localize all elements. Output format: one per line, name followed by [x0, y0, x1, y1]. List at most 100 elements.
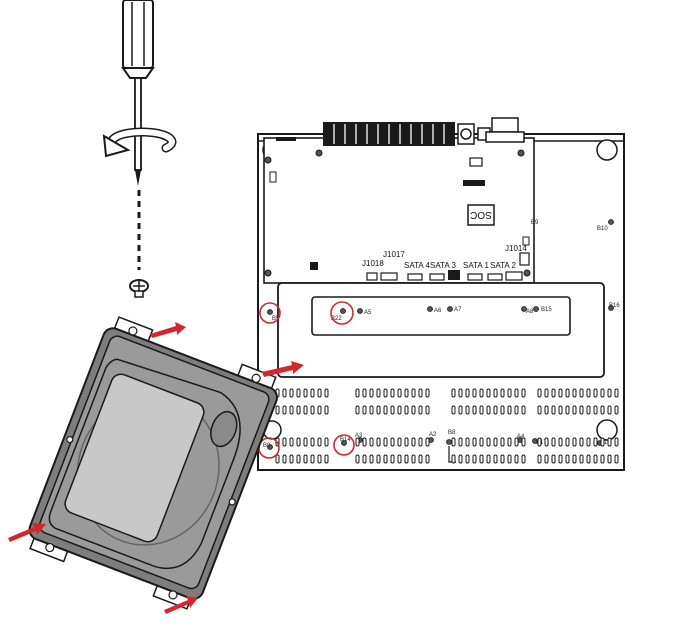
bracket-screw	[251, 373, 261, 383]
vent-slot	[425, 405, 430, 415]
vent-slot	[296, 437, 301, 447]
vent-slot	[586, 405, 591, 415]
vent-slot	[537, 437, 542, 447]
vent-slot	[521, 437, 526, 447]
vent-slot	[537, 388, 542, 398]
vent-slot	[383, 437, 388, 447]
vent-slot	[411, 388, 416, 398]
vent-slot	[472, 454, 477, 464]
vent-slot	[275, 454, 280, 464]
insert-arrow-icon	[8, 322, 304, 614]
vent-slot	[607, 437, 612, 447]
vent-slot	[324, 388, 329, 398]
vent-slot	[411, 437, 416, 447]
vent-slot	[551, 454, 556, 464]
vent-slot	[614, 388, 619, 398]
vent-slot	[465, 454, 470, 464]
vent-slot	[472, 405, 477, 415]
board-screw	[264, 156, 272, 164]
sata1-label: SATA 1	[463, 261, 489, 270]
vent-slot	[486, 454, 491, 464]
highlight-circle	[330, 301, 354, 325]
vent-slot	[418, 437, 423, 447]
vent-slot	[404, 388, 409, 398]
sata2-label: SATA 2	[490, 261, 516, 270]
vent-slot	[411, 454, 416, 464]
vent-slot	[303, 437, 308, 447]
vent-slot	[521, 388, 526, 398]
vent-slot	[397, 437, 402, 447]
vent-slot	[558, 437, 563, 447]
vent-slot	[397, 405, 402, 415]
j1017-connector	[380, 272, 398, 281]
vent-slot	[521, 405, 526, 415]
vent-slot	[282, 454, 287, 464]
vent-slot	[451, 388, 456, 398]
vent-slot	[411, 405, 416, 415]
b9-bottom-label: B9	[263, 443, 271, 449]
vent-slot	[586, 437, 591, 447]
vent-slot	[544, 388, 549, 398]
vent-slot	[425, 454, 430, 464]
vent-slot	[486, 437, 491, 447]
vent-slot	[355, 388, 360, 398]
vent-slot	[310, 454, 315, 464]
vent-slot	[310, 388, 315, 398]
vent-slot	[500, 405, 505, 415]
vent-slot	[317, 405, 322, 415]
highlight-circle	[259, 302, 281, 324]
vent-slot	[289, 454, 294, 464]
bracket-screw	[228, 498, 236, 506]
vent-slot	[383, 388, 388, 398]
vent-slot	[303, 405, 308, 415]
vent-slot	[558, 405, 563, 415]
vent-slot	[479, 388, 484, 398]
chassis-corner-hole	[596, 139, 618, 161]
vent-slot	[593, 454, 598, 464]
a3-label: A3	[355, 433, 363, 439]
vent-slot	[593, 405, 598, 415]
vent-slot	[572, 437, 577, 447]
vent-slot	[296, 388, 301, 398]
a2-label: A2	[429, 432, 437, 438]
bracket-screw	[128, 326, 138, 336]
vent-slot	[451, 454, 456, 464]
sata1-connector	[467, 273, 483, 281]
vent-slot	[579, 437, 584, 447]
vent-slot	[458, 388, 463, 398]
vent-slot	[418, 454, 423, 464]
vent-slot	[458, 405, 463, 415]
bracket-screw	[66, 435, 74, 444]
vent-slot	[607, 388, 612, 398]
drive-actuator	[210, 410, 238, 448]
a7-label: A7	[454, 307, 462, 313]
vent-slot	[369, 405, 374, 415]
vent-slot	[514, 405, 519, 415]
vent-slot	[451, 437, 456, 447]
vent-slot	[593, 388, 598, 398]
vent-slot	[465, 388, 470, 398]
vent-slot	[362, 454, 367, 464]
j1014-connector	[519, 252, 530, 266]
vent-slot	[451, 405, 456, 415]
vent-slot	[521, 454, 526, 464]
vent-slot	[383, 405, 388, 415]
vent-slot	[572, 454, 577, 464]
vent-slot	[317, 388, 322, 398]
vent-slot	[572, 388, 577, 398]
vent-slot	[324, 405, 329, 415]
vent-slot	[275, 405, 280, 415]
vent-slot	[390, 454, 395, 464]
j1014-label: J1014	[505, 244, 527, 253]
bracket-screw	[45, 542, 55, 553]
power-connector	[448, 270, 460, 280]
vent-slot	[507, 454, 512, 464]
vent-slot	[565, 388, 570, 398]
vent-slot	[404, 437, 409, 447]
vent-slot	[289, 437, 294, 447]
b12-label: B12	[600, 440, 611, 446]
vent-slot	[376, 437, 381, 447]
b22-label: B22	[331, 316, 342, 322]
vent-slot	[355, 454, 360, 464]
b14-label: B14	[340, 437, 351, 443]
